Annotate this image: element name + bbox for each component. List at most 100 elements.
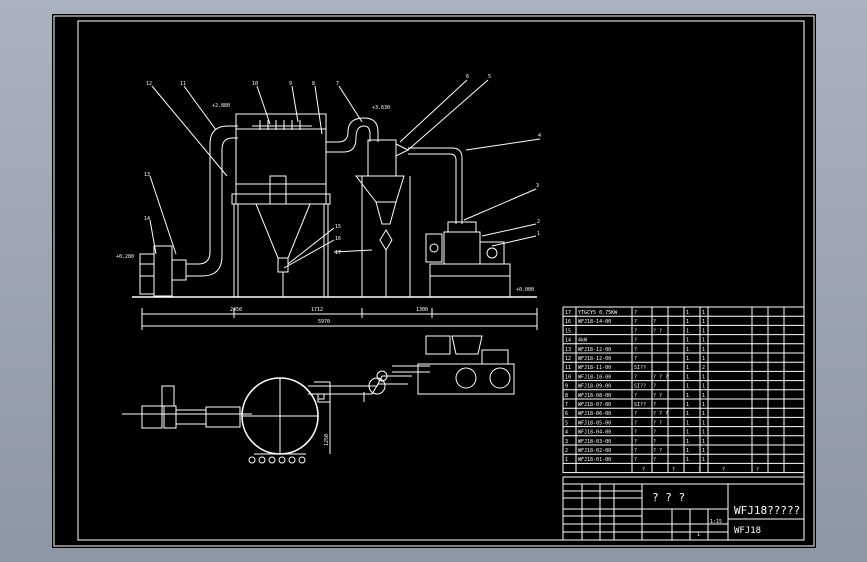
bom-cell: 1 [686,338,689,344]
bom-cell: WFJ18-03-00 [578,439,611,445]
bom-cell: ? ? [653,393,662,399]
bom-cell: 17 [565,310,571,316]
plan-view: 1250 [122,335,515,464]
bom-cell: ? [634,420,637,426]
bom-cell: 5 [565,420,568,426]
leader-3: 3 [536,183,539,189]
bom-cell: 14 [565,338,571,344]
bom-cell: ? [634,393,637,399]
leader-2: 2 [537,219,540,225]
bom-cell: WFJ18-12-00 [578,356,611,362]
bom-cell: 1 [686,430,689,436]
bom-cell: 1 [686,319,689,325]
bom-cell: 1 [686,439,689,445]
bom-cell: YTGCY5 0.75KW [578,310,618,316]
bom-cell: 1 [702,457,705,463]
bom-cell: SI?? [634,384,646,390]
bom-cell: ? [634,338,637,344]
bom-cell: 1 [702,310,705,316]
bom-cell: 4 [565,430,568,436]
bom-cell: WFJ18-06-00 [578,411,611,417]
dim-5970: 5970 [318,319,330,325]
bom-cell: 13 [565,347,571,353]
title-center: ? ? ? [652,491,685,504]
bom-cell: ? [653,319,656,325]
bom-cell: ? [634,347,637,353]
bom-cell: 1 [702,393,705,399]
bom-cell: 1 [702,374,705,380]
bom-cell: SI?? [634,402,646,408]
drawing-sheet-no: 1 [697,532,700,538]
leader-11: 11 [180,81,186,87]
bom-cell: WFJ18-12-00 [578,347,611,353]
elevation-top-left: +2.880 [212,103,230,109]
leader-9: 9 [289,81,292,87]
bom-cell: ? [634,374,637,380]
drawing-code: WFJ18 [734,526,761,536]
bom-cell: ? [634,319,637,325]
drawing-sheet[interactable]: 12 11 10 9 8 7 6 5 4 3 2 1 13 14 15 16 1… [52,14,816,548]
elevation-left: +0.280 [116,254,134,260]
bom-cell: WFJ18-08-00 [578,393,611,399]
bom-cell: ? [653,384,656,390]
bom-cell: ? ? ? [653,411,668,417]
bom-cell: 9 [565,384,568,390]
bom-cell: 1 [686,411,689,417]
bom-cell: 1 [565,457,568,463]
bom-cell: ? ? [653,420,662,426]
bom-cell: 1 [702,448,705,454]
bom-cell: WFJ18-04-00 [578,430,611,436]
bom-header-cell: ? [672,467,675,473]
bom-cell: 1 [702,402,705,408]
leader-1: 1 [537,231,540,237]
leader-7: 7 [336,81,339,87]
bom-cell: ? ? ? [653,374,668,380]
bom-cell: 10 [565,374,571,380]
bom-cell: 1 [686,310,689,316]
cad-drawing-canvas: 12 11 10 9 8 7 6 5 4 3 2 1 13 14 15 16 1… [53,15,815,547]
bom-cell: WFJ18-05-00 [578,420,611,426]
bom-cell: 1 [702,347,705,353]
bom-cell: 7 [565,402,568,408]
bom-cell: WFJ18-14-00 [578,319,611,325]
bom-cell: ? [634,411,637,417]
leader-10: 10 [252,81,258,87]
title-block: ? ? ? WFJ18????? WFJ18 1:15 1 [562,476,805,541]
elevation-floor: +0.000 [516,287,534,293]
bom-cell: 1 [686,448,689,454]
bom-cell: 12 [565,356,571,362]
bom-cell: WFJ18-02-00 [578,448,611,454]
bom-cell: WFJ18-11-00 [578,365,611,371]
bom-cell: 1 [702,430,705,436]
bom-cell: ? ? [653,328,662,334]
bom-cell: 1 [702,356,705,362]
bom-cell: 1 [702,420,705,426]
bom-cell: 1 [702,411,705,417]
bom-cell: 1 [686,402,689,408]
bom-header-cell: ? [756,467,759,473]
bom-header-cell: ? [642,467,645,473]
bom-cell: 1 [686,420,689,426]
bom-cell: ? [634,448,637,454]
elevation-view: 12 11 10 9 8 7 6 5 4 3 2 1 13 14 15 16 1… [116,74,541,330]
leader-5: 5 [488,74,491,80]
leader-14: 14 [144,216,150,222]
bom-cell: ? [634,310,637,316]
bom-cell: 1 [686,356,689,362]
bom-cell: 4kW [578,338,588,344]
outer-border [53,15,815,547]
drawing-name: WFJ18????? [734,504,800,517]
bom-cell: 1 [702,328,705,334]
bom-cell: ? ? [653,448,662,454]
bom-cell: 6 [565,411,568,417]
dim-1300: 1300 [416,307,428,313]
bom-cell: ? [634,356,637,362]
bom-cell: ? [653,430,656,436]
bom-cell: 1 [686,393,689,399]
leader-12: 12 [146,81,152,87]
dim-1712: 1712 [311,307,323,313]
bom-cell: 1 [702,319,705,325]
bom-cell: ? [634,439,637,445]
bom-header-cell: ? [722,467,725,473]
